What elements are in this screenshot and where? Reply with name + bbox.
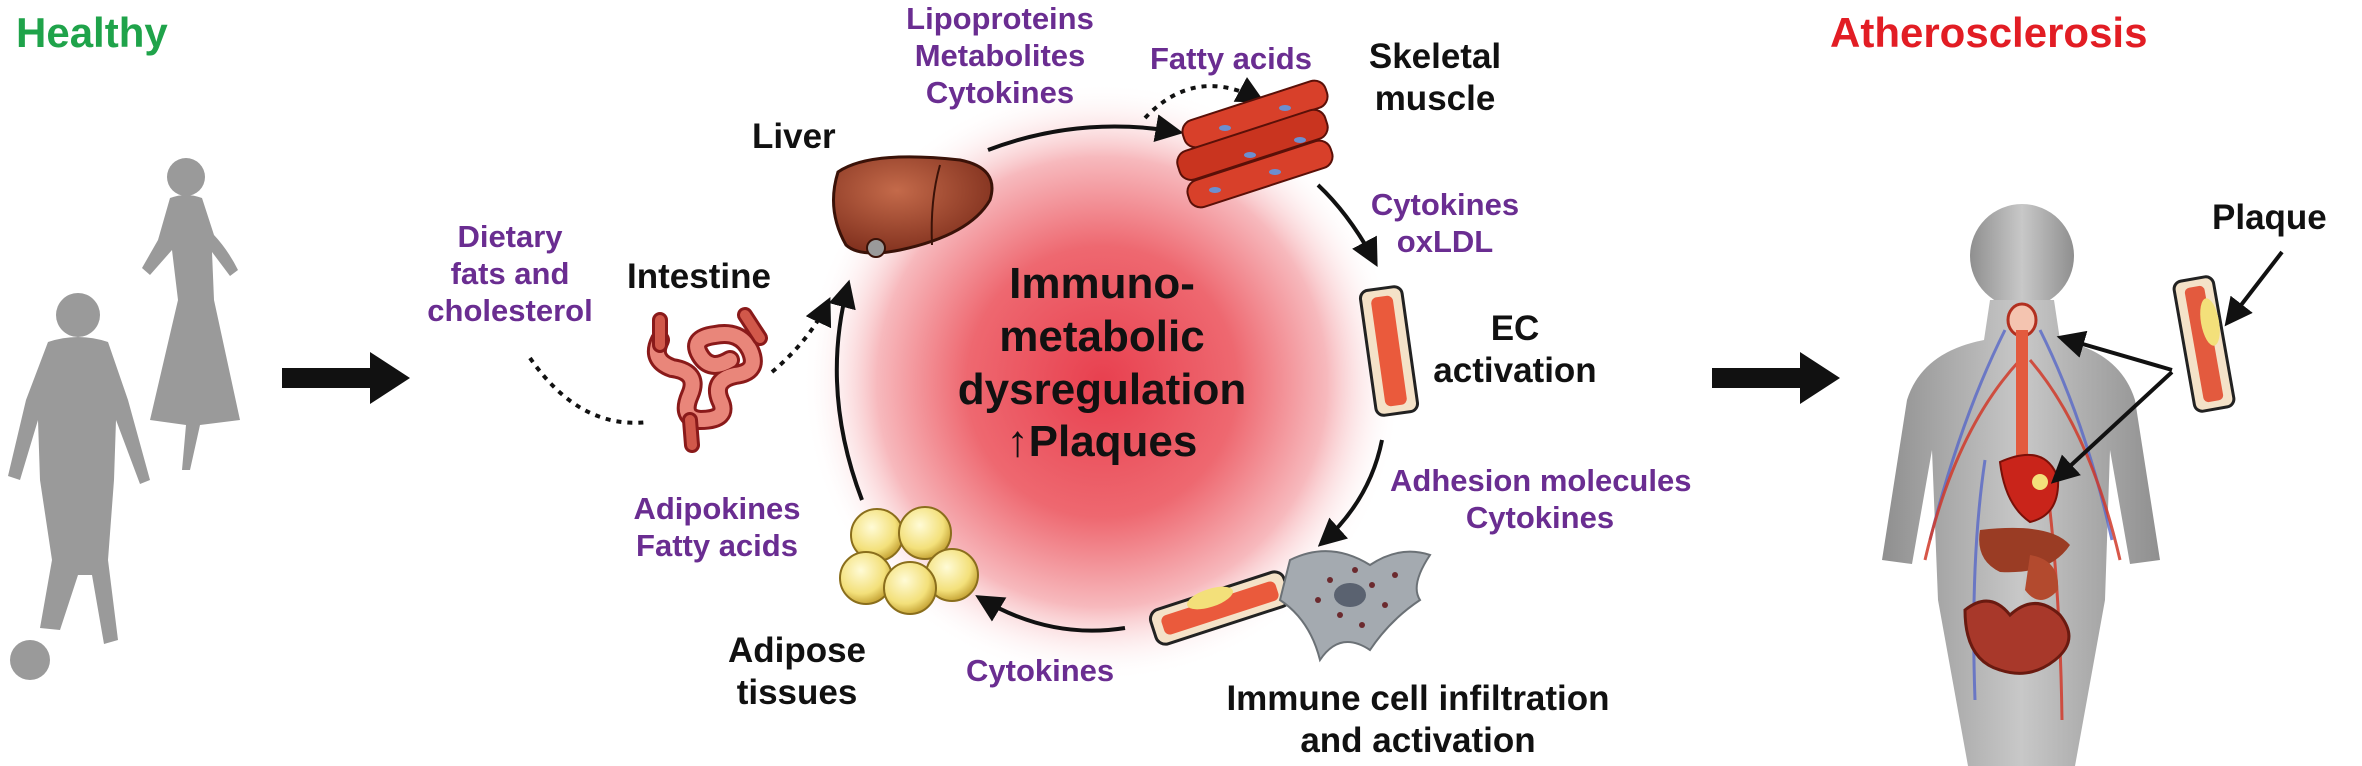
skeletal-muscle-label: Skeletal muscle	[1368, 37, 1502, 118]
immune-cell-image	[1148, 550, 1432, 663]
liver-image	[832, 155, 994, 258]
atherosclerosis-body-image	[1882, 204, 2160, 766]
muscle-to-ec-label: Cytokines oxLDL	[1370, 187, 1520, 260]
adipose-to-liver-label: Adipokines Fatty acids	[633, 491, 801, 564]
intestine-image	[647, 307, 768, 453]
plaque-to-heart-arrow	[2050, 370, 2174, 484]
plaque-vessel-image	[2172, 275, 2236, 413]
skeletal-muscle-image	[1176, 79, 1334, 209]
immune-label: Immune cell infiltration and activation	[1226, 679, 1610, 760]
ec-to-immune-arrow	[1317, 439, 1384, 547]
ec-activation-label: EC activation	[1433, 309, 1597, 390]
liver-output-label: Lipoproteins Metabolites Cytokines	[906, 1, 1094, 111]
intestine-label: Intestine	[627, 257, 771, 296]
fatty-acids-label: Fatty acids	[1150, 41, 1312, 76]
healthy-to-dysregulation-arrow	[282, 352, 410, 404]
dysregulation-to-atherosclerosis-arrow	[1712, 352, 1840, 404]
dietary-dotted-line	[528, 356, 649, 425]
plaque-label: Plaque	[2212, 198, 2327, 237]
atherosclerosis-header: Atherosclerosis	[1830, 9, 2148, 56]
immune-to-adipose-label: Cytokines	[966, 653, 1115, 688]
intestine-to-liver-dotted-arrow	[770, 296, 832, 374]
ec-to-immune-label: Adhesion molecules Cytokines	[1390, 463, 1692, 536]
immune-to-adipose-arrow	[975, 595, 1126, 633]
adipose-label: Adipose tissues	[727, 631, 867, 712]
dietary-label: Dietary fats and cholesterol	[427, 219, 593, 329]
adipose-to-liver-arrow	[828, 279, 864, 501]
liver-to-muscle-arrow	[987, 114, 1184, 152]
healthy-header: Healthy	[16, 9, 168, 56]
blood-vessel-image	[1358, 285, 1420, 417]
plaque-pointer-arrow	[2224, 250, 2284, 327]
plaque-to-neck-arrow	[2056, 330, 2173, 372]
center-text: Immuno- metabolic dysregulation ↑Plaques	[957, 259, 1247, 467]
liver-label: Liver	[752, 117, 836, 156]
muscle-to-ec-arrow	[1316, 183, 1378, 267]
adipose-cells-image	[839, 506, 979, 615]
liver-to-fatty-acids-dotted-arrow	[1143, 77, 1265, 120]
healthy-people-silhouette	[8, 158, 240, 680]
